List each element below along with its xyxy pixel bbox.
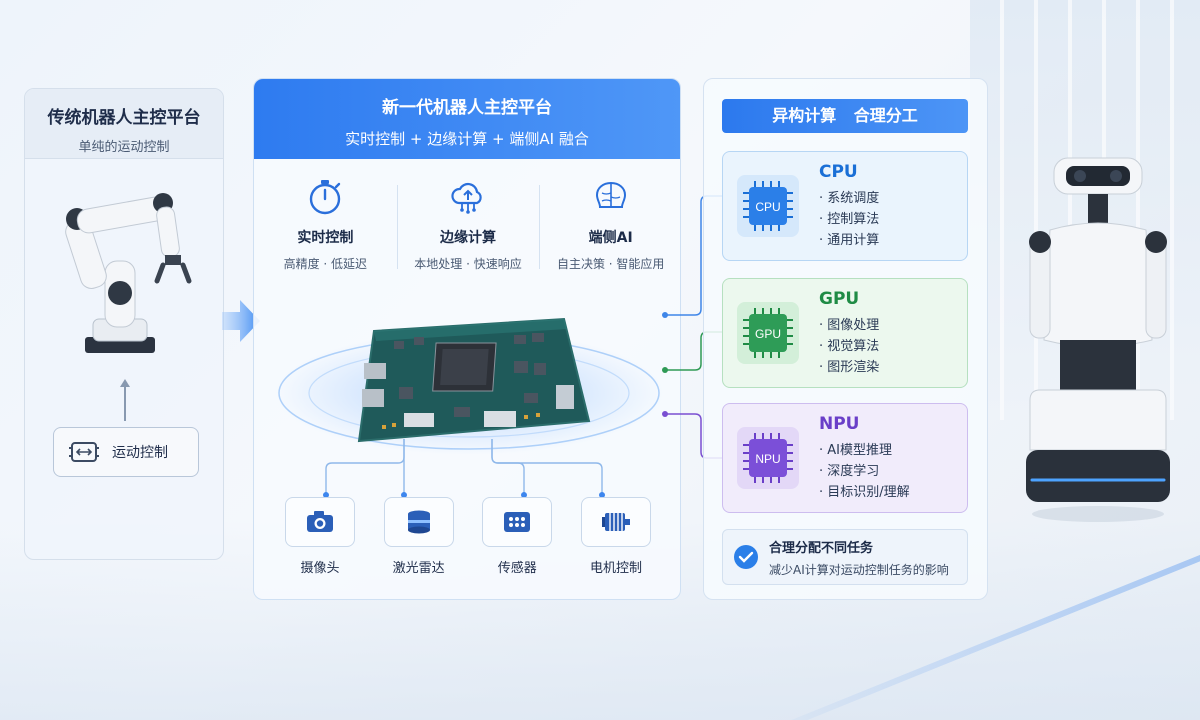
feature-desc: 自主决策 · 智能应用	[556, 257, 665, 271]
processor-card-npu: NPU NPU · AI模型推理 · 深度学习 · 目标识别/理解	[722, 403, 968, 513]
processor-item: AI模型推理	[827, 442, 892, 458]
humanoid-robot-illustration	[1026, 157, 1170, 522]
peripheral-label: 传感器	[497, 561, 537, 576]
stopwatch-icon	[310, 180, 341, 215]
peripheral-lidar: 激光雷达	[381, 497, 457, 589]
processor-item: 目标识别/理解	[827, 484, 910, 500]
processor-card-gpu: GPU GPU · 图像处理 · 视觉算法 · 图形渲染	[722, 278, 968, 388]
peripheral-motor: 电机控制	[578, 497, 654, 589]
processor-item: 图形渲染	[827, 359, 880, 375]
peripheral-row: 摄像头 激光雷达	[282, 497, 654, 589]
processor-item: 深度学习	[827, 463, 880, 479]
transition-arrow-icon	[222, 300, 260, 342]
processor-item: 控制算法	[827, 211, 880, 227]
task-allocation-note: 合理分配不同任务 减少AI计算对运动控制任务的影响	[722, 529, 968, 585]
processor-item: 通用计算	[827, 232, 880, 248]
traditional-platform-header: 传统机器人主控平台 单纯的运动控制	[25, 89, 223, 159]
motor-controller-icon	[69, 442, 99, 462]
npu-chip-label: NPU	[755, 452, 780, 466]
feature-edge-ai: 端侧AI 自主决策 · 智能应用	[539, 177, 680, 277]
peripheral-label: 摄像头	[300, 561, 340, 576]
motion-control-label: 运动控制	[112, 445, 168, 461]
processor-name: CPU	[819, 161, 858, 182]
cpu-chip-label: CPU	[755, 200, 780, 214]
feature-realtime-control: 实时控制 高精度 · 低延迟	[254, 177, 397, 277]
cloud-upload-icon	[451, 182, 482, 214]
industrial-robot-arm-illustration	[65, 193, 192, 353]
up-arrow	[120, 379, 130, 421]
peripheral-connector-lines	[323, 439, 605, 498]
npu-chip-icon: NPU	[737, 427, 799, 489]
traditional-platform-subtitle: 单纯的运动控制	[78, 140, 170, 155]
feature-title: 实时控制	[297, 230, 354, 246]
new-platform-title: 新一代机器人主控平台	[382, 98, 552, 118]
note-title: 合理分配不同任务	[769, 540, 874, 556]
gpu-chip-label: GPU	[755, 327, 781, 341]
feature-desc: 本地处理 · 快速响应	[414, 257, 522, 271]
lidar-icon	[407, 510, 430, 534]
note-desc: 减少AI计算对运动控制任务的影响	[769, 562, 949, 577]
gpu-chip-icon: GPU	[737, 302, 799, 364]
cpu-chip-icon: CPU	[737, 175, 799, 237]
peripheral-label: 电机控制	[589, 561, 642, 576]
new-platform-panel: 新一代机器人主控平台 实时控制 + 边缘计算 + 端侧AI 融合 实时控制 高精…	[253, 78, 681, 600]
feature-row: 实时控制 高精度 · 低延迟 边缘计算 本地处理 · 快速响应 端侧AI 自主决…	[254, 177, 680, 277]
peripheral-sensor: 传感器	[479, 497, 555, 589]
processor-name: GPU	[819, 288, 860, 309]
check-circle-icon	[734, 545, 758, 569]
sensor-icon	[504, 512, 531, 532]
ai-brain-icon	[595, 181, 626, 208]
heterogeneous-computing-title: 异构计算 合理分工	[722, 99, 968, 133]
feature-desc: 高精度 · 低延迟	[283, 257, 368, 271]
heterogeneous-computing-panel: 异构计算 合理分工 CPU CPU · 系统调度 · 控制算法 · 通用计算 G…	[703, 78, 988, 600]
new-platform-header: 新一代机器人主控平台 实时控制 + 边缘计算 + 端侧AI 融合	[254, 79, 680, 159]
peripheral-camera: 摄像头	[282, 497, 358, 589]
camera-icon	[307, 511, 333, 532]
traditional-platform-title: 传统机器人主控平台	[47, 108, 201, 128]
feature-title: 端侧AI	[588, 230, 633, 246]
feature-edge-computing: 边缘计算 本地处理 · 快速响应	[396, 177, 540, 277]
motor-icon	[601, 513, 630, 531]
motion-control-box: 运动控制	[53, 427, 199, 477]
processor-card-cpu: CPU CPU · 系统调度 · 控制算法 · 通用计算	[722, 151, 968, 261]
processor-item: 视觉算法	[827, 338, 880, 354]
peripheral-label: 激光雷达	[392, 561, 445, 576]
feature-title: 边缘计算	[440, 230, 496, 246]
traditional-platform-panel: 传统机器人主控平台 单纯的运动控制 运动控制	[24, 88, 224, 560]
processor-item: 图像处理	[827, 317, 880, 333]
processor-name: NPU	[819, 413, 860, 434]
new-platform-subtitle: 实时控制 + 边缘计算 + 端侧AI 融合	[345, 130, 589, 148]
controller-board-illustration	[274, 317, 664, 455]
processor-item: 系统调度	[827, 190, 880, 206]
